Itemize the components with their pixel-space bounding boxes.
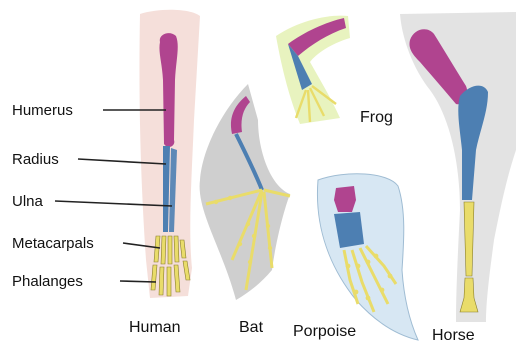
human-caption: Human [129,319,181,336]
porpoise-caption: Porpoise [293,323,356,340]
metacarpals-label: Metacarpals [12,235,94,252]
horse-leg [400,12,516,322]
humerus-label: Humerus [12,102,73,119]
porpoise-fin-outline [317,174,418,340]
radius-label: Radius [12,151,59,168]
horse-cannon-bone [464,202,474,276]
bat-wing [200,84,290,300]
bat-caption: Bat [239,319,264,336]
human-arm [139,10,200,298]
ulna-label: Ulna [12,193,44,210]
frog-limb [276,16,350,124]
phalanges-leader [120,281,156,282]
porpoise-humerus [334,186,356,212]
porpoise-flipper [317,174,418,340]
phalanges-label: Phalanges [12,273,83,290]
horse-caption: Horse [432,327,475,344]
frog-caption: Frog [360,109,393,126]
